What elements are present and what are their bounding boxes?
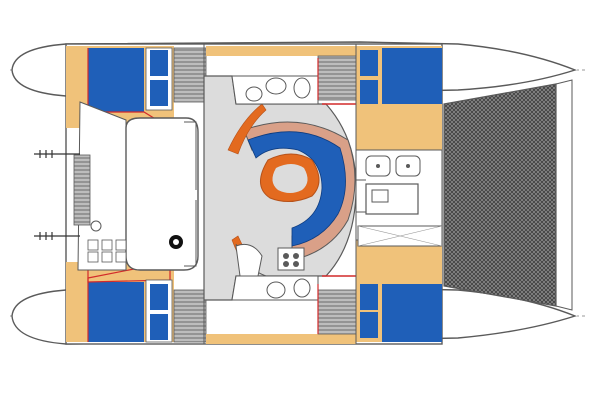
- saloon: [203, 58, 357, 334]
- stairs-top-aft: [173, 47, 207, 103]
- forward-cabin-bunk-top: [382, 48, 442, 104]
- toilet-icon-bottom: [266, 281, 286, 299]
- winch-icon: [90, 220, 102, 232]
- aft-cabin-bunk-bottom: [88, 282, 144, 342]
- engine-controls: [87, 239, 127, 263]
- settee-cushions: [247, 131, 346, 247]
- aft-cabin-bunk-top: [88, 48, 144, 112]
- toilet-icon: [293, 77, 311, 99]
- sink-icon-bottom: [293, 278, 311, 298]
- sink-icon: [265, 77, 287, 95]
- stove-icon: [277, 247, 305, 271]
- trampoline-net: [443, 83, 557, 307]
- cockpit-table: [125, 117, 199, 271]
- forward-cabin-bunk-bottom: [382, 284, 442, 342]
- nav-station: [355, 149, 443, 247]
- aft-steps: [73, 154, 91, 226]
- helm-wheel-icon: [169, 235, 183, 249]
- davit-lines: [34, 150, 80, 240]
- aft-cockpit: [34, 101, 199, 271]
- accent-curve-top: [227, 103, 267, 155]
- basin-icon: [245, 86, 263, 102]
- bottom-hull-interior: [66, 240, 442, 344]
- galley-bench: [235, 243, 263, 277]
- stairs-bottom-aft: [173, 289, 207, 343]
